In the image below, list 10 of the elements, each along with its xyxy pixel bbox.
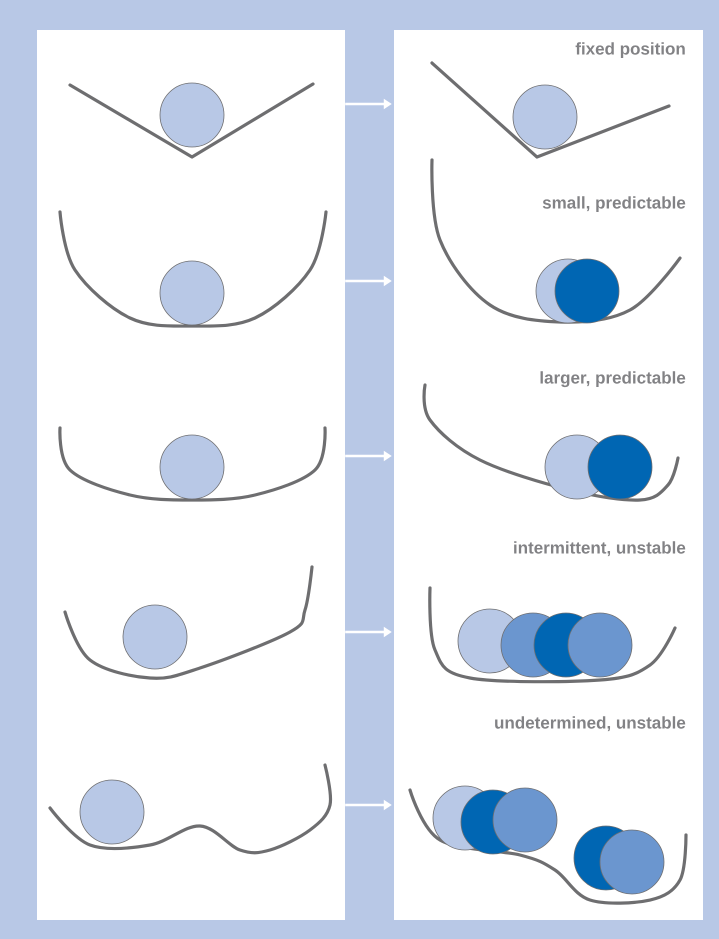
well-drawing	[58, 426, 327, 502]
state-label: undetermined, unstable	[495, 716, 686, 732]
state-label: larger, predictable	[540, 371, 686, 388]
well-drawing	[68, 82, 315, 159]
state-label: small, predictable	[542, 196, 686, 212]
well-drawing	[58, 210, 328, 328]
state-label: intermittent, unstable	[514, 541, 686, 556]
state-label: fixed position	[576, 42, 685, 58]
well-drawing	[63, 565, 314, 680]
well-drawing	[48, 763, 332, 854]
